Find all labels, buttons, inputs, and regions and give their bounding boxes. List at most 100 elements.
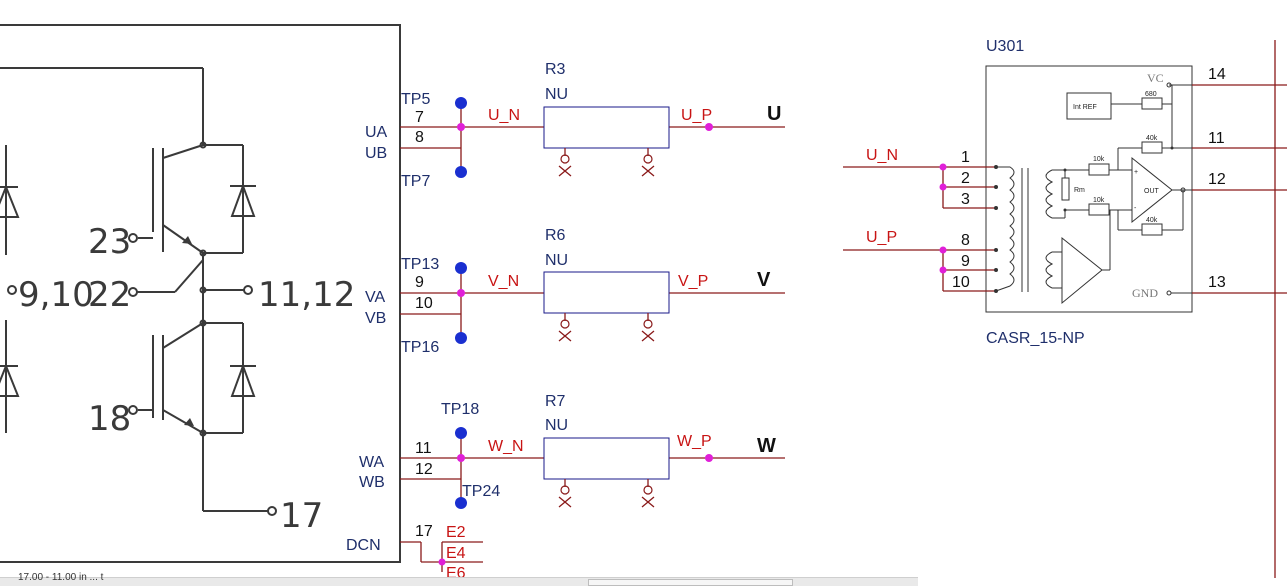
resistor-ref: R3 bbox=[545, 61, 566, 78]
pin-number: 9 bbox=[961, 253, 970, 270]
minus-label: - bbox=[1134, 205, 1137, 212]
phase-u-circuit bbox=[400, 97, 785, 178]
resistor-value: NU bbox=[545, 86, 568, 103]
label-WA: WA bbox=[359, 454, 385, 471]
pin-circle-17 bbox=[267, 506, 277, 516]
power-module: 23 22 9,10 11,12 18 17 bbox=[0, 24, 401, 563]
label-UA: UA bbox=[365, 124, 388, 141]
test-point-label: TP16 bbox=[401, 339, 439, 356]
test-point-TP7 bbox=[455, 166, 467, 178]
output-label-W: W bbox=[757, 435, 776, 457]
pin-label-18: 18 bbox=[88, 399, 131, 439]
net-label: U_N bbox=[866, 147, 898, 164]
resistor-ref: R6 bbox=[545, 227, 566, 244]
out-label: OUT bbox=[1144, 188, 1160, 195]
test-point-TP24 bbox=[455, 497, 467, 509]
rm-label: Rm bbox=[1074, 187, 1085, 194]
pin-circle-23 bbox=[128, 233, 138, 243]
freewheel-diode-lower bbox=[230, 363, 256, 397]
r-10k-top-label: 10k bbox=[1093, 156, 1105, 163]
pin-number: 3 bbox=[961, 191, 970, 208]
r-40k-bot-label: 40k bbox=[1146, 217, 1158, 224]
test-point-TP18 bbox=[455, 427, 467, 439]
label-DCN: DCN bbox=[346, 537, 381, 554]
pin-circle-9-10 bbox=[7, 285, 17, 295]
pin-number: 2 bbox=[961, 170, 970, 187]
test-point-label: TP5 bbox=[401, 91, 430, 108]
test-point-label: TP18 bbox=[441, 401, 479, 418]
pin-label-22: 22 bbox=[88, 275, 131, 315]
test-point-TP13 bbox=[455, 262, 467, 274]
status-text: 17.00 - 11.00 in ... t bbox=[18, 572, 104, 583]
pin-label-17: 17 bbox=[280, 496, 323, 536]
label-VB: VB bbox=[365, 310, 386, 327]
resistor-value: NU bbox=[545, 417, 568, 434]
r-680-label: 680 bbox=[1145, 91, 1157, 98]
output-label-V: V bbox=[757, 269, 771, 291]
pin-number: 8 bbox=[961, 232, 970, 249]
pin-number: 7 bbox=[415, 109, 424, 126]
resistor-ref: R7 bbox=[545, 393, 566, 410]
label-WB: WB bbox=[359, 474, 385, 491]
sensor-part: CASR_15-NP bbox=[986, 330, 1085, 347]
pin-number: 12 bbox=[1208, 171, 1226, 188]
pin-number: 10 bbox=[952, 274, 970, 291]
junction-dot bbox=[457, 123, 465, 131]
r-10k-bot-label: 10k bbox=[1093, 197, 1105, 204]
net-label: W_N bbox=[488, 438, 524, 455]
sensor-outline bbox=[985, 65, 1193, 313]
phase-w-circuit bbox=[400, 427, 785, 509]
label-VA: VA bbox=[365, 289, 385, 306]
resistor-R3-body bbox=[543, 106, 670, 149]
pin-number: 13 bbox=[1208, 274, 1226, 291]
junction-dot bbox=[457, 454, 465, 462]
int-ref-label: Int REF bbox=[1073, 104, 1097, 111]
junction-dot bbox=[457, 289, 465, 297]
test-point-label: TP7 bbox=[401, 173, 430, 190]
net-label: W_P bbox=[677, 433, 712, 450]
pin-number: 10 bbox=[415, 295, 433, 312]
r-40k-top-label: 40k bbox=[1146, 135, 1158, 142]
left-diode-lower bbox=[0, 320, 20, 433]
sensor-ref: U301 bbox=[986, 38, 1024, 55]
dcn-circuit bbox=[400, 541, 483, 572]
current-sensor-U301: Rm 10k 10k + - OUT 40k 40k bbox=[843, 40, 1287, 578]
pin-number: 11 bbox=[1208, 130, 1225, 147]
output-label-U: U bbox=[767, 103, 781, 125]
left-diode-upper bbox=[0, 145, 20, 255]
pin-circle-22 bbox=[128, 287, 138, 297]
pin-number: 14 bbox=[1208, 66, 1226, 83]
net-label: U_N bbox=[488, 107, 520, 124]
resistor-value: NU bbox=[545, 252, 568, 269]
label-UB: UB bbox=[365, 145, 387, 162]
net-label: E2 bbox=[446, 524, 466, 541]
pin-number: 9 bbox=[415, 274, 424, 291]
pin-label-9-10: 9,10 bbox=[18, 275, 94, 315]
gnd-label: GND bbox=[1132, 286, 1158, 300]
junction-dot bbox=[705, 454, 713, 462]
phase-v-circuit bbox=[400, 262, 785, 344]
pin-number: 1 bbox=[961, 149, 970, 166]
resistor-R7-body bbox=[543, 437, 670, 480]
pin-circle-18 bbox=[128, 405, 138, 415]
test-point-label: TP24 bbox=[462, 483, 500, 500]
freewheel-diode-upper bbox=[230, 183, 256, 217]
pin-label-11-12: 11,12 bbox=[258, 275, 355, 315]
net-label: V_N bbox=[488, 273, 519, 290]
net-label: E4 bbox=[446, 545, 466, 562]
net-label: U_P bbox=[866, 229, 897, 246]
pin-number: 11 bbox=[415, 440, 432, 457]
resistor-R6-body bbox=[543, 271, 670, 314]
test-point-label: TP13 bbox=[401, 256, 439, 273]
pin-number: 8 bbox=[415, 129, 424, 146]
net-label: U_P bbox=[681, 107, 712, 124]
junction-dot bbox=[705, 123, 713, 131]
test-point-TP5 bbox=[455, 97, 467, 109]
int-ref-block bbox=[1066, 92, 1112, 120]
test-point-TP16 bbox=[455, 332, 467, 344]
net-label: V_P bbox=[678, 273, 708, 290]
pin-label-23: 23 bbox=[88, 222, 131, 262]
pin-number: 17 bbox=[415, 523, 433, 540]
pin-number: 12 bbox=[415, 461, 433, 478]
